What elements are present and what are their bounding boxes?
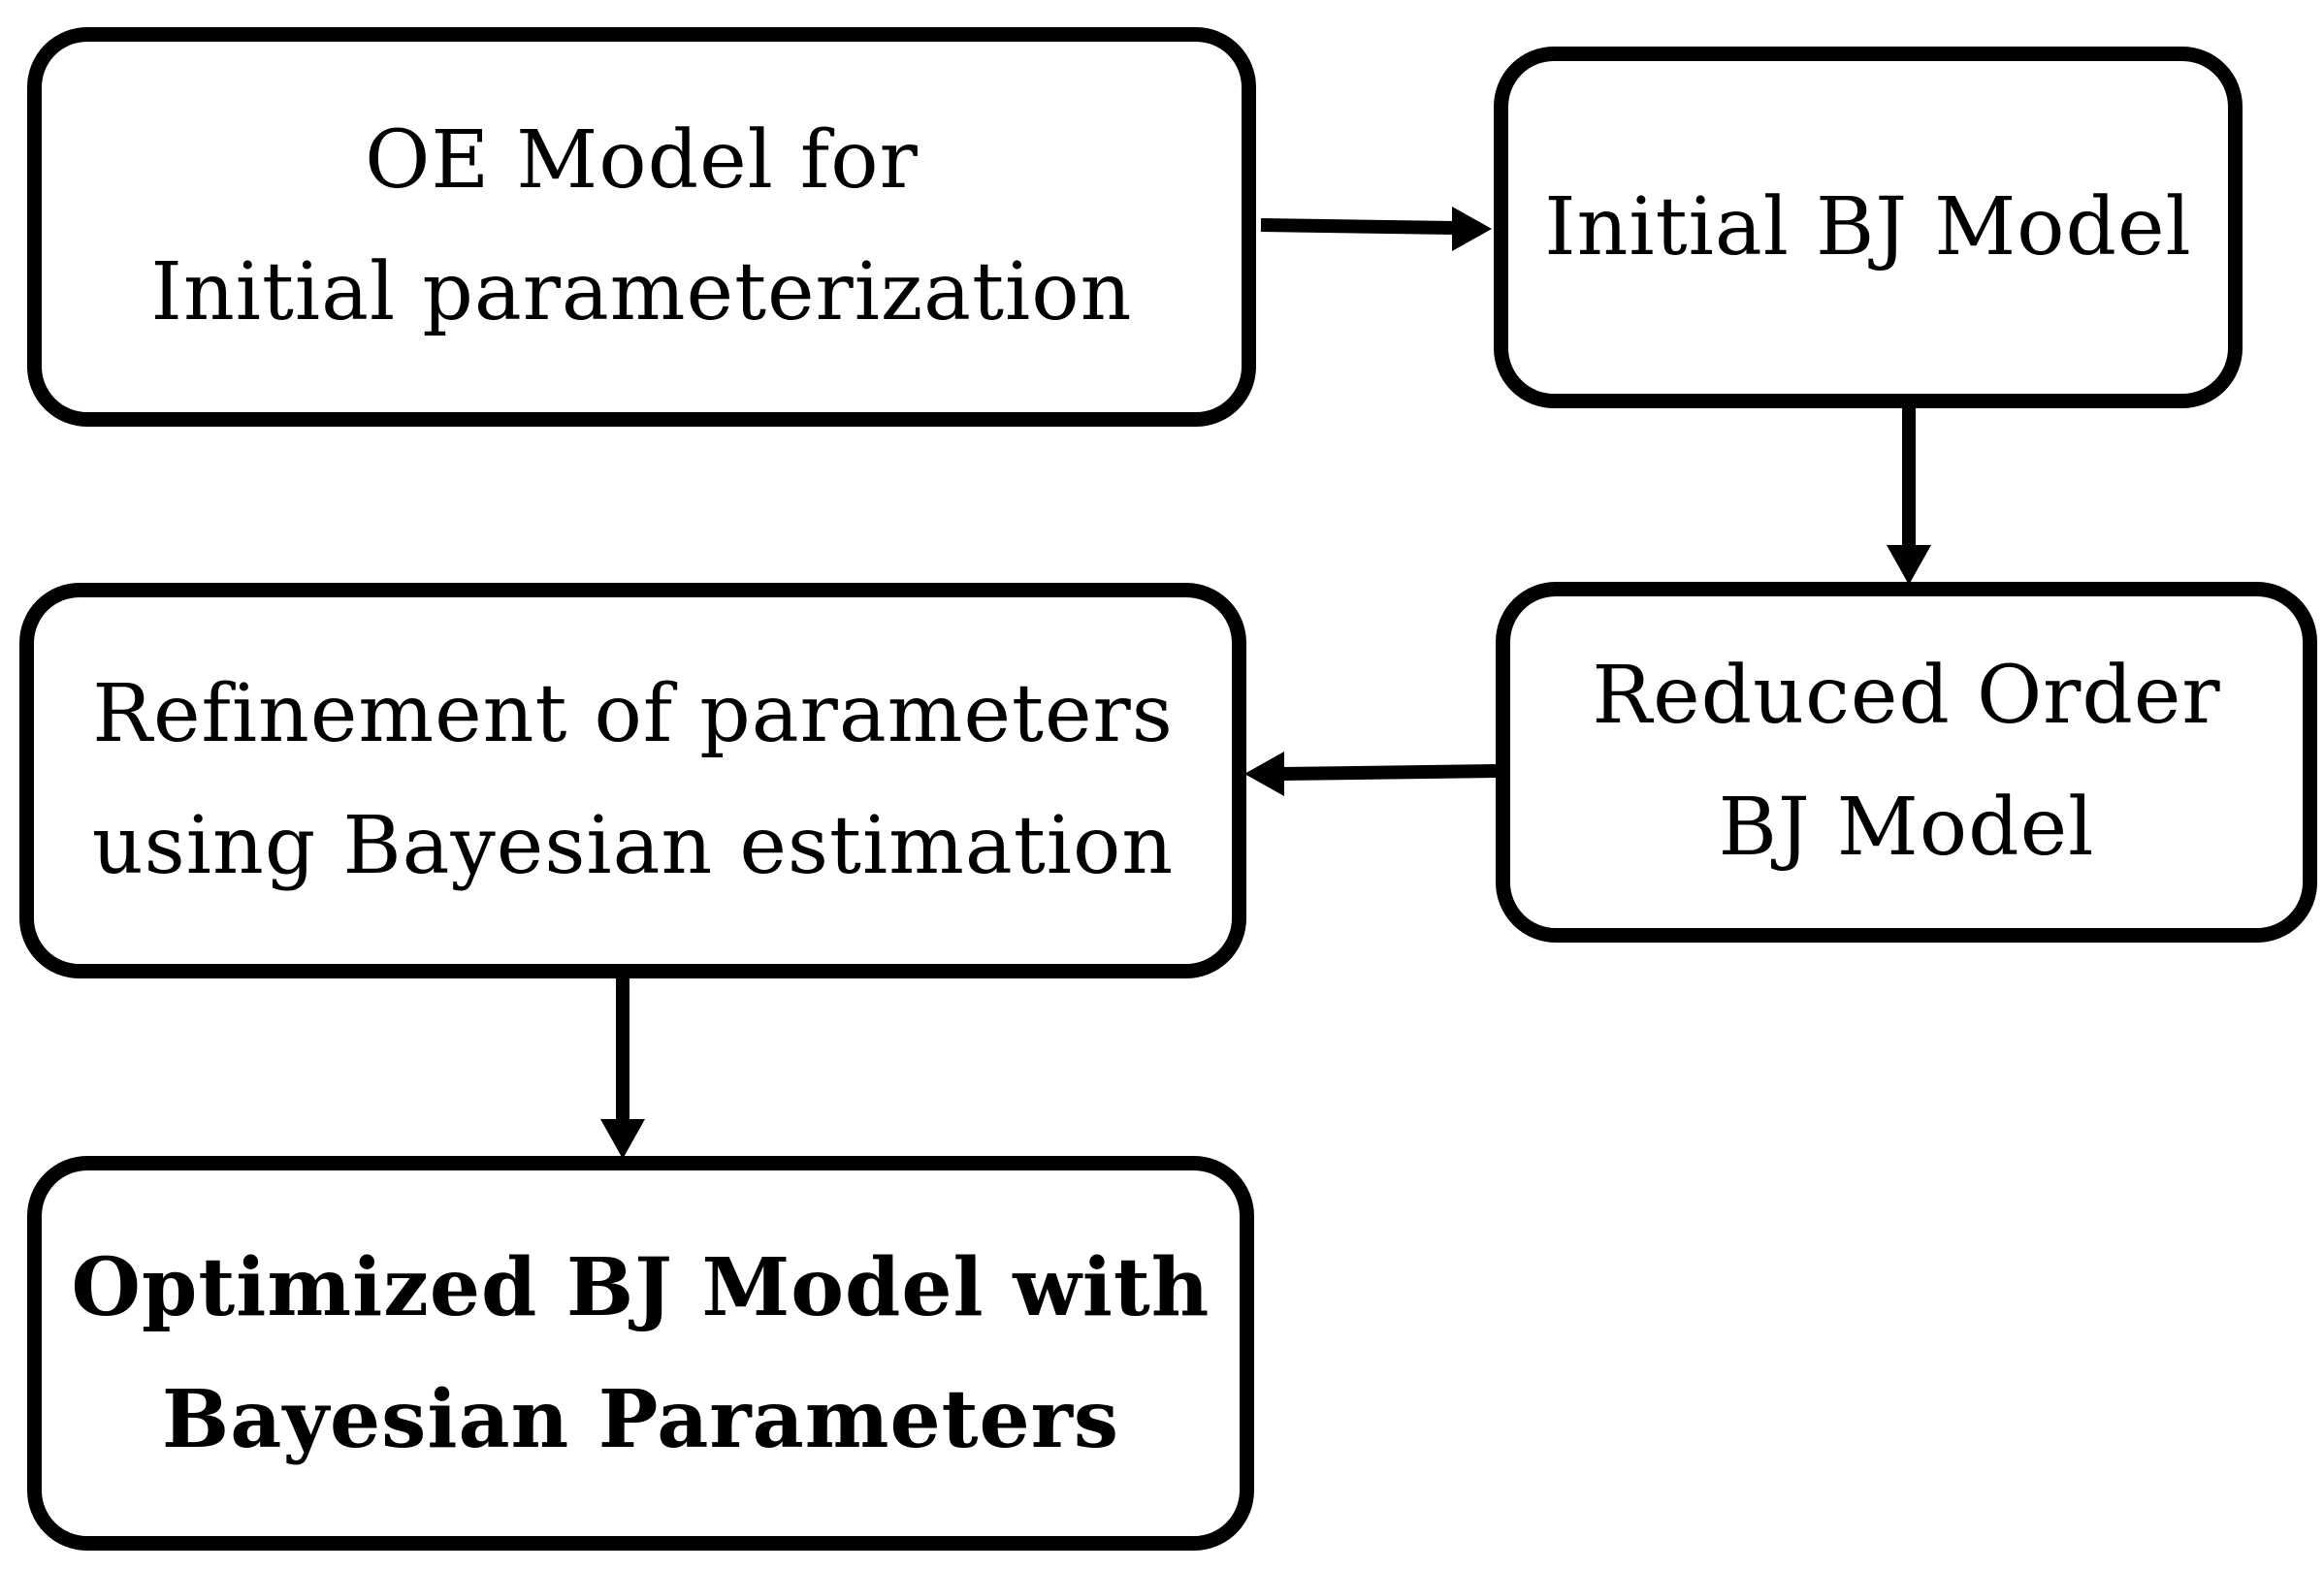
node-optimized-line-2: Bayesian Parameters [161,1372,1120,1466]
node-refinement-line-1: Refinement of parameters [92,668,1174,760]
node-reduced-order-line-2: BJ Model [1718,782,2095,874]
edge-refinement-to-optimized-arrowhead [600,1119,645,1159]
node-oe-model-line-1: OE Model for [365,114,919,207]
edge-oe-to-initial-arrowhead [1452,207,1492,251]
node-initial-bj-line-1: Initial BJ Model [1544,180,2192,273]
edge-reduced-to-refinement-line [1279,764,1497,781]
node-reduced-order: Reduced Order BJ Model [1496,582,2317,943]
node-refinement: Refinement of parameters using Bayesian … [19,583,1246,978]
node-optimized-line-1: Optimized BJ Model with [71,1240,1210,1334]
node-initial-bj: Initial BJ Model [1494,47,2243,408]
node-optimized: Optimized BJ Model with Bayesian Paramet… [27,1156,1254,1551]
node-refinement-line-2: using Bayesian estimation [91,800,1175,892]
edge-refinement-to-optimized [600,978,645,1159]
node-reduced-order-line-1: Reduced Order [1592,650,2221,742]
edge-initial-to-reduced-arrowhead [1887,545,1931,585]
node-oe-model-line-2: Initial parameterization [150,246,1133,338]
edge-reduced-to-refinement [1244,752,1497,796]
edge-oe-to-initial [1260,207,1492,251]
node-oe-model: OE Model for Initial parameterization [27,27,1256,427]
edge-reduced-to-refinement-arrowhead [1244,752,1284,796]
edge-initial-to-reduced [1887,408,1931,585]
edge-oe-to-initial-line [1260,218,1456,235]
